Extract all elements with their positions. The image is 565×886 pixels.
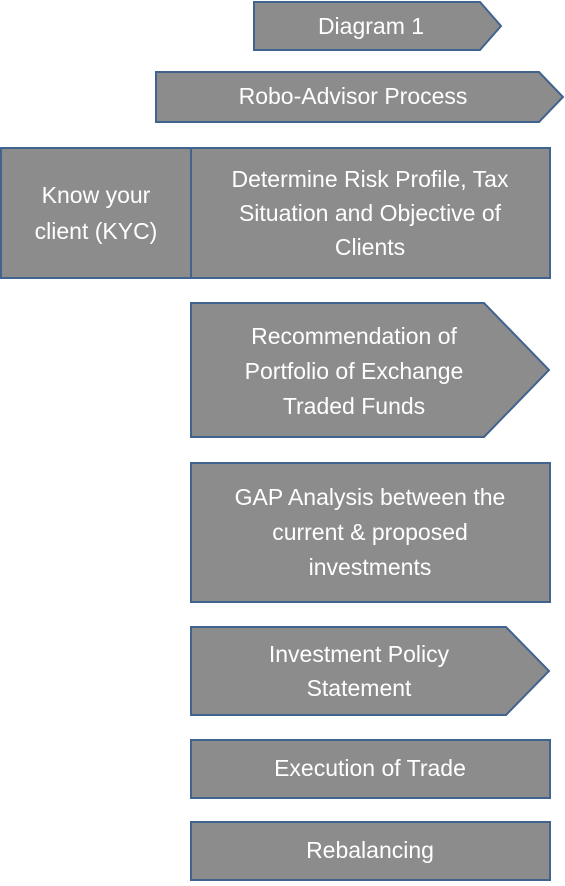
diagram-title: Diagram 1 bbox=[318, 13, 424, 39]
step-gap-analysis-line-1: GAP Analysis between the bbox=[235, 484, 506, 510]
step-risk-profile-shape bbox=[190, 147, 551, 279]
step-investment-policy-line-1: Investment Policy bbox=[269, 641, 450, 667]
step-gap-analysis-shape bbox=[190, 462, 551, 603]
step-rebalancing: Rebalancing bbox=[190, 821, 551, 881]
kyc-box: Know your client (KYC) bbox=[0, 147, 192, 279]
step-recommendation: Recommendation of Portfolio of Exchange … bbox=[190, 302, 551, 438]
step-gap-analysis: GAP Analysis between the current & propo… bbox=[190, 462, 551, 603]
kyc-label-line-2: client (KYC) bbox=[35, 218, 158, 244]
process-arrow: Robo-Advisor Process bbox=[155, 71, 565, 123]
step-investment-policy-shape bbox=[190, 626, 551, 716]
title-arrow: Diagram 1 bbox=[253, 1, 503, 51]
step-execution-shape bbox=[190, 739, 551, 799]
step-gap-analysis-line-2: current & proposed bbox=[272, 519, 468, 545]
step-rebalancing-shape bbox=[190, 821, 551, 881]
kyc-label-line-1: Know your bbox=[42, 182, 151, 208]
step-recommendation-line-3: Traded Funds bbox=[283, 393, 425, 419]
process-label: Robo-Advisor Process bbox=[239, 83, 468, 109]
step-gap-analysis-line-3: investments bbox=[309, 554, 432, 580]
title-arrow-shape bbox=[253, 1, 503, 51]
step-investment-policy: Investment Policy Statement bbox=[190, 626, 551, 716]
step-rebalancing-line-1: Rebalancing bbox=[306, 837, 434, 863]
step-execution-line-1: Execution of Trade bbox=[274, 755, 466, 781]
step-risk-profile-line-2: Situation and Objective of bbox=[239, 200, 502, 226]
step-risk-profile: Determine Risk Profile, Tax Situation an… bbox=[190, 147, 551, 279]
step-investment-policy-line-2: Statement bbox=[307, 675, 412, 701]
step-recommendation-shape bbox=[190, 302, 551, 438]
process-arrow-shape bbox=[155, 71, 565, 123]
step-execution: Execution of Trade bbox=[190, 739, 551, 799]
kyc-box-shape bbox=[0, 147, 192, 279]
step-recommendation-line-2: Portfolio of Exchange bbox=[245, 358, 464, 384]
step-recommendation-line-1: Recommendation of bbox=[251, 323, 457, 349]
step-risk-profile-line-1: Determine Risk Profile, Tax bbox=[232, 166, 509, 192]
step-risk-profile-line-3: Clients bbox=[335, 234, 405, 260]
